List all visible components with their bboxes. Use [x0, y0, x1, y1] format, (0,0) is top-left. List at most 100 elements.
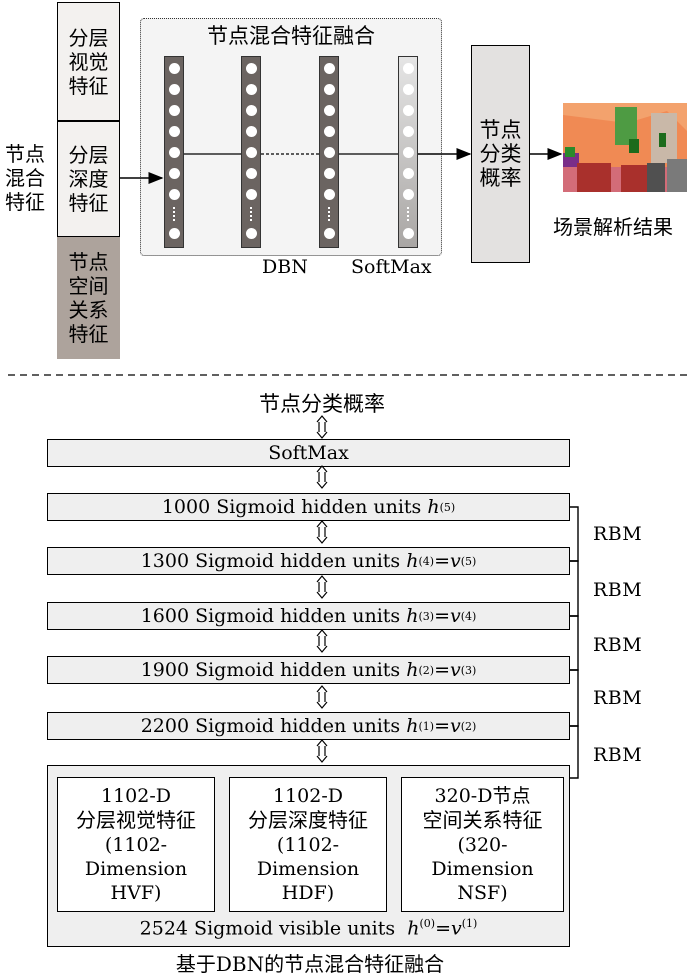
visible-var: =v: [434, 550, 461, 572]
rbm-brackets: [316, 415, 579, 779]
hidden-var: h: [406, 659, 419, 681]
neuron-node: [403, 168, 414, 179]
neuron-node: [324, 126, 335, 137]
neuron-node: [324, 84, 335, 95]
network-layer-column: [319, 56, 339, 248]
neuron-node: [403, 84, 414, 95]
hidden-layer-5: 1000 Sigmoid hidden units h(5): [47, 493, 570, 521]
ellipsis-dots: [328, 207, 333, 221]
neuron-node: [246, 147, 257, 158]
input-dimension-word: Dimension: [256, 858, 360, 880]
hidden-sup: (3): [418, 609, 435, 623]
input-abbrev: HDF): [281, 882, 335, 904]
input-paren-open: (1102-: [276, 834, 340, 856]
neuron-node: [246, 189, 257, 200]
neuron-node: [403, 228, 414, 239]
hidden-var: h: [406, 605, 419, 627]
rbm-bracket: [570, 615, 579, 671]
feature-divider: [57, 120, 120, 122]
hidden-sup: (1): [418, 719, 435, 733]
rbm-label: RBM: [593, 744, 643, 766]
neuron-node: [246, 228, 257, 239]
hidden-sup: (2): [418, 663, 435, 677]
neuron-node: [324, 228, 335, 239]
visible-sup: (3): [460, 663, 477, 677]
neuron-node: [169, 63, 180, 74]
input-cn-name: 分层深度特征: [248, 808, 368, 832]
neuron-node: [403, 126, 414, 137]
input-abbrev: NSF): [457, 882, 508, 904]
hidden-layer-text: 2200 Sigmoid hidden units: [140, 715, 401, 737]
hidden-layer-1: 2200 Sigmoid hidden units h(1)=v(2): [47, 712, 570, 740]
dbn-label: DBN: [262, 256, 308, 278]
node-spatial-relation-feature-box: 节点 空间 关系 特征: [57, 236, 120, 359]
input-dim: 1102-D: [100, 785, 171, 807]
rbm-label: RBM: [593, 579, 643, 601]
classification-probability-box: 节点 分类 概率: [471, 45, 530, 263]
hidden-sup: (5): [439, 500, 456, 514]
input-cn-name: 空间关系特征: [422, 808, 543, 832]
mixed-feature-label: 节点 混合 特征: [5, 142, 45, 214]
ellipsis-dots: [407, 207, 412, 221]
neuron-node: [169, 147, 180, 158]
softmax-layer-label: SoftMax: [268, 442, 349, 464]
ellipsis-dots: [173, 207, 178, 221]
neuron-node: [169, 228, 180, 239]
hidden-layer-text: 1000 Sigmoid hidden units: [161, 496, 422, 518]
node-classification-probability-label: 节点分类概率: [259, 392, 385, 416]
hierarchical-depth-feature-box: 分层 深度 特征: [68, 142, 109, 215]
softmax-layer-column: [398, 56, 418, 248]
input-dim: 1102-D: [272, 785, 343, 807]
hidden-layer-2: 1900 Sigmoid hidden units h(2)=v(3): [47, 656, 570, 684]
visible-h-sup: (0): [419, 917, 436, 930]
visible-v-var: =v: [435, 917, 462, 940]
visible-var: =v: [434, 605, 461, 627]
input-paren-open: (1102-: [104, 834, 168, 856]
rbm-bracket: [570, 725, 579, 779]
neuron-node: [169, 189, 180, 200]
neuron-node: [403, 63, 414, 74]
hidden-var: h: [406, 715, 419, 737]
neuron-node: [246, 126, 257, 137]
ellipsis-dots: [250, 207, 255, 221]
hidden-layer-text: 1300 Sigmoid hidden units: [140, 550, 401, 572]
input-abbrev: HVF): [110, 882, 162, 904]
hidden-sup: (4): [418, 554, 435, 568]
neuron-node: [403, 189, 414, 200]
visible-var: =v: [434, 659, 461, 681]
neuron-node: [324, 147, 335, 158]
network-layer-column: [164, 56, 184, 248]
figure-caption: 基于DBN的节点混合特征融合: [175, 952, 445, 976]
neuron-node: [169, 126, 180, 137]
neuron-node: [324, 63, 335, 74]
scene-parsing-result-image: [563, 103, 687, 192]
neuron-node: [403, 105, 414, 116]
neuron-node: [324, 105, 335, 116]
input-dimension-word: Dimension: [431, 858, 534, 880]
neuron-node: [403, 147, 414, 158]
hidden-layer-text: 1600 Sigmoid hidden units: [140, 605, 401, 627]
neuron-node: [169, 168, 180, 179]
input-dim: 320-D节点: [434, 785, 531, 807]
visible-units-label: 2524 Sigmoid visible units h(0)=v(1): [47, 917, 570, 939]
hidden-layer-4: 1300 Sigmoid hidden units h(4)=v(5): [47, 547, 570, 575]
neuron-node: [169, 84, 180, 95]
rbm-bracket: [570, 669, 579, 727]
hidden-layer-3: 1600 Sigmoid hidden units h(3)=v(4): [47, 602, 570, 630]
visible-v-sup: (1): [461, 917, 478, 930]
neuron-node: [324, 189, 335, 200]
input-paren-open: (320-: [457, 834, 508, 856]
neuron-node: [246, 63, 257, 74]
double-arrows: [316, 415, 328, 763]
hierarchical-visual-feature-box: 分层 视觉 特征: [68, 25, 109, 98]
neuron-node: [324, 168, 335, 179]
scene-parsing-result-label: 场景解析结果: [553, 215, 673, 239]
softmax-layer: SoftMax: [47, 439, 570, 467]
neuron-node: [246, 84, 257, 95]
visible-sup: (5): [460, 554, 477, 568]
rbm-bracket: [570, 560, 579, 617]
neuron-node: [246, 168, 257, 179]
rbm-label: RBM: [593, 523, 643, 545]
